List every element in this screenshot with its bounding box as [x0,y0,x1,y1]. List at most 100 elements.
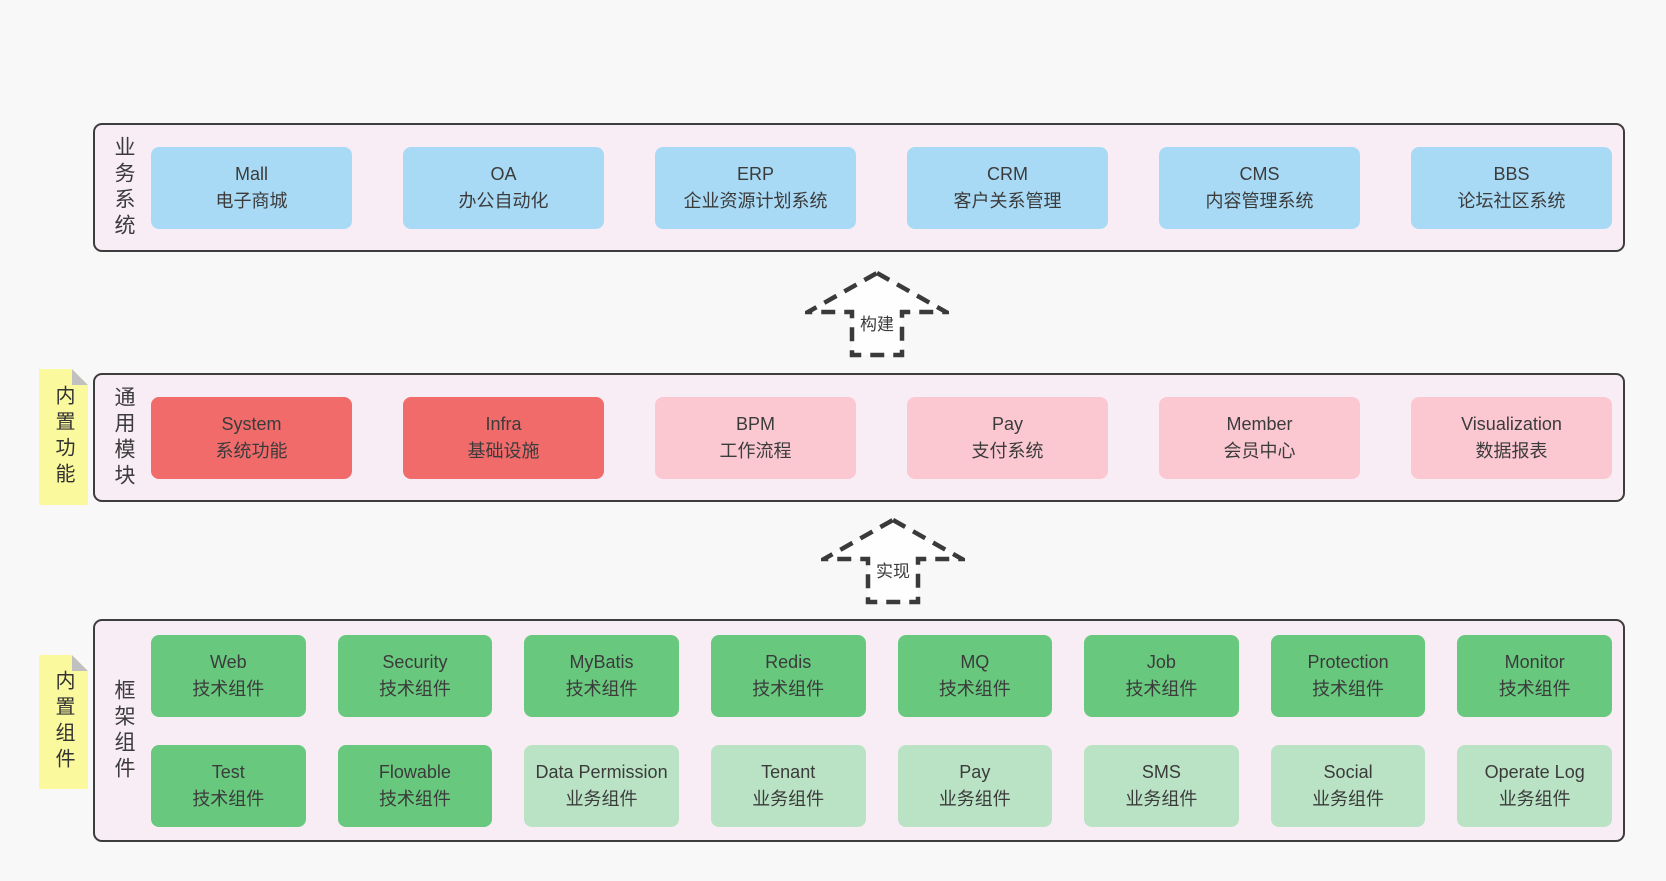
box-en-label: MyBatis [569,651,634,672]
box-en-label: CRM [987,163,1028,184]
box-zh-label: 技术组件 [752,678,825,699]
panel-business-systems: 业务系统 Mall 电子商城 OA 办公自动化 ERP 企业资源计划系统 CRM… [93,123,1625,252]
box-zh-label: 内容管理系统 [1205,190,1314,211]
box-en-label: Web [209,651,247,672]
box-en-label: System [221,413,282,434]
framework-boxes-row-1: Web 技术组件 Security 技术组件 MyBatis 技术组件 Redi… [151,634,1612,717]
box-en-label: Security [382,651,448,672]
box-zh-label: 技术组件 [378,678,451,699]
box-member: Member 会员中心 [1159,396,1360,479]
section-label-business: 业务系统 [95,125,151,250]
box-pay-biz: Pay 业务组件 [897,744,1053,827]
arrow-build-label: 构建 [858,310,896,335]
box-zh-label: 支付系统 [971,440,1044,461]
box-pay: Pay 支付系统 [907,396,1108,479]
box-flowable: Flowable 技术组件 [337,744,493,827]
box-test: Test 技术组件 [151,744,306,827]
panel-common-modules: 通用模块 System 系统功能 Infra 基础设施 BPM 工作流程 Pay… [93,373,1625,502]
box-en-label: Infra [485,413,522,434]
arrow-implement: 实现 [821,517,965,605]
box-zh-label: 工作流程 [719,440,792,461]
box-zh-label: 业务组件 [938,788,1011,809]
box-zh-label: 业务组件 [1312,788,1385,809]
box-zh-label: 办公自动化 [458,190,549,211]
business-boxes-row: Mall 电子商城 OA 办公自动化 ERP 企业资源计划系统 CRM 客户关系… [151,146,1612,229]
box-en-label: CMS [1239,163,1280,184]
box-en-label: OA [490,163,517,184]
section-label-text: 框架组件 [112,678,135,783]
box-zh-label: 业务组件 [1498,788,1571,809]
box-zh-label: 技术组件 [1312,678,1385,699]
box-protection: Protection 技术组件 [1270,634,1426,717]
box-oa: OA 办公自动化 [403,146,604,229]
box-zh-label: 论坛社区系统 [1457,190,1566,211]
box-en-label: BPM [735,413,775,434]
box-infra: Infra 基础设施 [403,396,604,479]
box-sms: SMS 业务组件 [1084,744,1239,827]
box-redis: Redis 技术组件 [710,634,866,717]
box-en-label: MQ [960,651,990,672]
sticky-note-built-in-features: 内置功能 [39,369,88,505]
box-en-label: SMS [1141,761,1181,782]
box-en-label: Flowable [378,761,451,782]
box-cms: CMS 内容管理系统 [1159,146,1360,229]
box-bbs: BBS 论坛社区系统 [1411,146,1612,229]
box-en-label: BBS [1493,163,1530,184]
section-label-text: 业务系统 [112,135,135,240]
box-security: Security 技术组件 [337,634,493,717]
modules-boxes-row: System 系统功能 Infra 基础设施 BPM 工作流程 Pay 支付系统… [151,396,1612,479]
box-en-label: Member [1226,413,1293,434]
arrow-build: 构建 [805,270,949,358]
panel-framework-components: 框架组件 Web 技术组件 Security 技术组件 MyBatis 技术组件… [93,619,1625,842]
box-social: Social 业务组件 [1270,744,1426,827]
box-tenant: Tenant 业务组件 [710,744,866,827]
box-zh-label: 业务组件 [1125,788,1198,809]
box-zh-label: 业务组件 [565,788,638,809]
arrow-implement-label: 实现 [874,557,912,582]
box-data-permission: Data Permission 业务组件 [524,744,679,827]
box-zh-label: 企业资源计划系统 [683,190,828,211]
box-zh-label: 技术组件 [938,678,1011,699]
box-zh-label: 系统功能 [215,440,288,461]
box-en-label: Tenant [761,761,816,782]
box-crm: CRM 客户关系管理 [907,146,1108,229]
box-mall: Mall 电子商城 [151,146,352,229]
box-zh-label: 会员中心 [1223,440,1296,461]
section-label-framework: 框架组件 [95,621,151,840]
box-zh-label: 技术组件 [1125,678,1198,699]
sticky-note-built-in-components: 内置组件 [39,655,88,789]
box-zh-label: 基础设施 [467,440,540,461]
box-zh-label: 技术组件 [378,788,451,809]
box-en-label: Operate Log [1484,761,1585,782]
box-bpm: BPM 工作流程 [655,396,856,479]
box-visualization: Visualization 数据报表 [1411,396,1612,479]
box-zh-label: 业务组件 [752,788,825,809]
box-en-label: Monitor [1504,651,1565,672]
box-zh-label: 技术组件 [192,678,265,699]
box-job: Job 技术组件 [1084,634,1239,717]
box-en-label: Redis [765,651,812,672]
box-web: Web 技术组件 [151,634,306,717]
box-en-label: Data Permission [535,761,668,782]
box-zh-label: 客户关系管理 [953,190,1062,211]
box-operate-log: Operate Log 业务组件 [1457,744,1612,827]
box-en-label: Job [1146,651,1176,672]
box-en-label: Protection [1307,651,1389,672]
box-mybatis: MyBatis 技术组件 [524,634,679,717]
box-en-label: ERP [736,163,774,184]
box-en-label: Test [211,761,245,782]
box-zh-label: 技术组件 [192,788,265,809]
sticky-note-text: 内置组件 [52,670,74,774]
box-en-label: Mall [234,163,268,184]
box-en-label: Social [1323,761,1373,782]
box-mq: MQ 技术组件 [897,634,1053,717]
box-zh-label: 技术组件 [1498,678,1571,699]
box-monitor: Monitor 技术组件 [1457,634,1612,717]
box-en-label: Pay [991,413,1024,434]
box-system: System 系统功能 [151,396,352,479]
section-label-modules: 通用模块 [95,375,151,500]
sticky-note-text: 内置功能 [52,385,74,489]
box-en-label: Visualization [1461,413,1562,434]
box-zh-label: 技术组件 [565,678,638,699]
